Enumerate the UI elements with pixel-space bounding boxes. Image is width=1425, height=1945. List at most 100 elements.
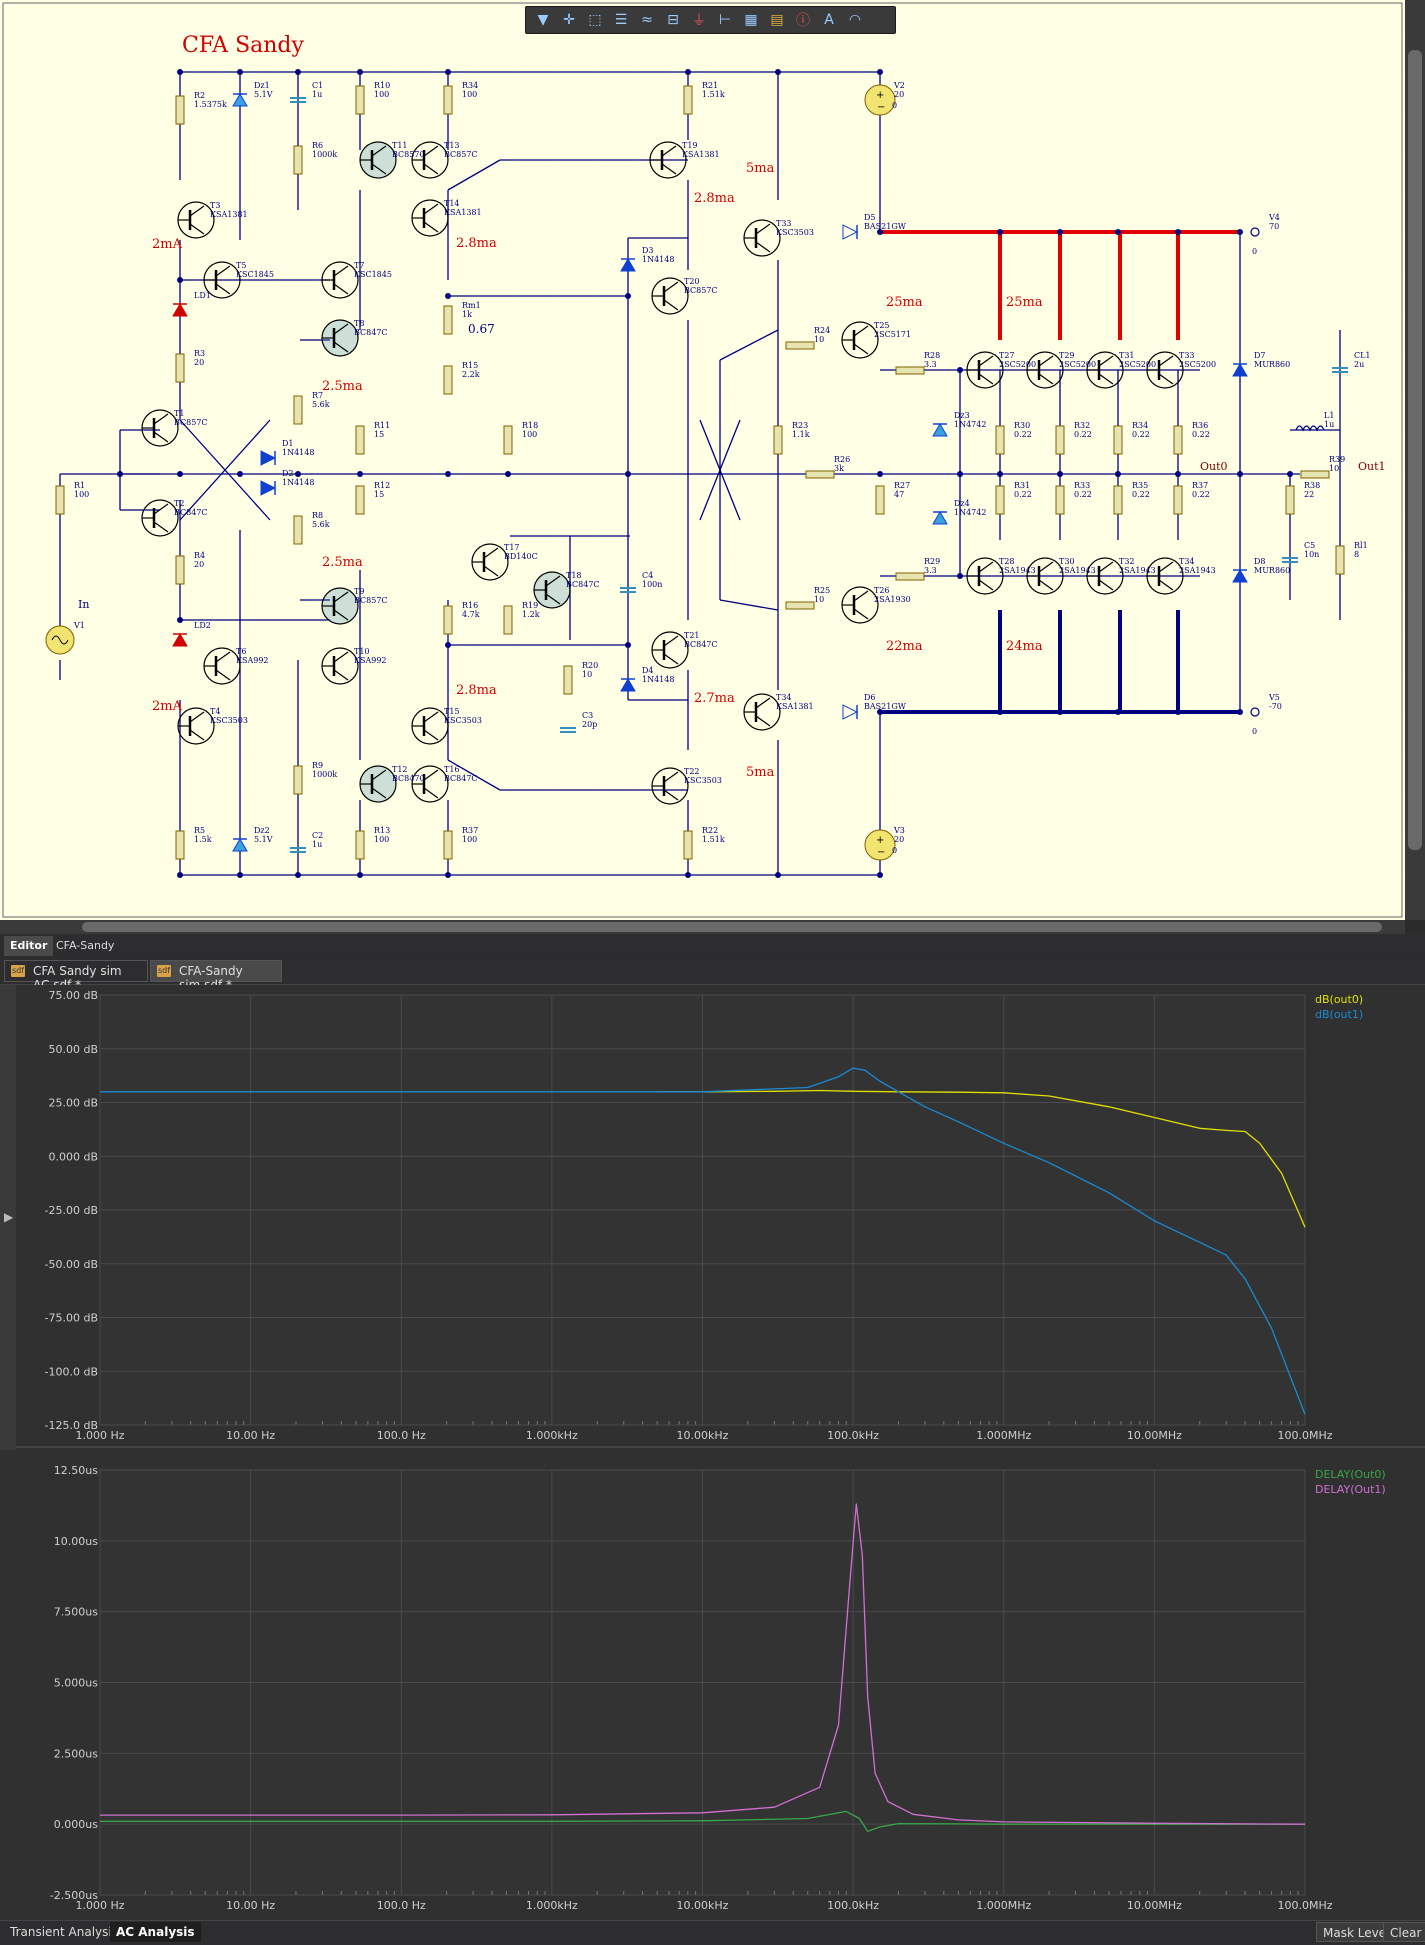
component-t15[interactable] [411, 707, 449, 745]
component-t25[interactable] [841, 321, 879, 359]
component-ld1[interactable] [172, 303, 188, 317]
component-c3[interactable] [560, 727, 576, 733]
expand-arrow-icon[interactable]: ▶ [4, 1210, 14, 1224]
component-t5[interactable] [203, 261, 241, 299]
component-t26[interactable] [841, 586, 879, 624]
component-t18[interactable] [533, 571, 571, 609]
component-t10[interactable] [321, 647, 359, 685]
component-r39[interactable] [1300, 470, 1330, 479]
component-rm1[interactable] [443, 305, 453, 335]
plot-side-strip[interactable] [0, 985, 16, 1450]
series-line-1[interactable] [100, 1810, 1305, 1832]
tab-ac-analysis[interactable]: AC Analysis [110, 1922, 201, 1942]
component-t31[interactable] [1086, 351, 1124, 389]
component-r6[interactable] [293, 145, 303, 175]
component-r11[interactable] [355, 425, 365, 455]
component-t27[interactable] [966, 351, 1004, 389]
tab-editor[interactable]: Editor [4, 936, 54, 956]
component-v1[interactable] [45, 625, 75, 655]
component-v4[interactable] [1250, 227, 1260, 237]
component-t21[interactable] [651, 631, 689, 669]
bus-icon[interactable]: ≈ [641, 12, 653, 28]
component-r37b[interactable] [1173, 485, 1183, 515]
component-r10[interactable] [355, 85, 365, 115]
component-v2[interactable]: +− [864, 84, 896, 116]
component-c4[interactable] [620, 587, 636, 593]
component-r15[interactable] [443, 365, 453, 395]
component-r32[interactable] [1055, 425, 1065, 455]
legend-entry[interactable]: dB(out0) [1315, 993, 1363, 1006]
crosshair-icon[interactable]: ✛ [563, 12, 575, 28]
component-t2[interactable] [141, 499, 179, 537]
component-t16[interactable] [411, 765, 449, 803]
component-t9[interactable] [321, 587, 359, 625]
port-icon[interactable]: ⊢ [718, 12, 732, 28]
component-r23[interactable] [773, 425, 783, 455]
tab-cfa-sandy[interactable]: CFA-Sandy [56, 939, 115, 952]
component-ld2[interactable] [172, 633, 188, 647]
component-r29[interactable] [895, 572, 925, 581]
component-t3[interactable] [177, 201, 215, 239]
component-r5[interactable] [175, 830, 185, 860]
component-rl1[interactable] [1335, 545, 1345, 575]
component-dz3[interactable] [932, 423, 948, 437]
ground-icon[interactable]: ⏚ [692, 13, 706, 29]
component-r30[interactable] [995, 425, 1005, 455]
component-c2[interactable] [290, 847, 306, 853]
component-r13[interactable] [355, 830, 365, 860]
probe-icon[interactable]: ⓘ [796, 13, 810, 29]
legend-entry[interactable]: DELAY(Out1) [1315, 1483, 1386, 1496]
horizontal-scroll-thumb[interactable] [82, 922, 1382, 932]
series-line-2[interactable] [100, 1503, 1306, 1825]
component-r25[interactable] [785, 601, 815, 610]
component-d6[interactable] [842, 704, 859, 720]
component-t12[interactable] [359, 765, 397, 803]
component-r18[interactable] [503, 425, 513, 455]
component-d8[interactable] [1232, 569, 1248, 583]
component-t4[interactable] [177, 707, 215, 745]
component-t29[interactable] [1026, 351, 1064, 389]
component-r2[interactable] [175, 95, 185, 125]
clear-button[interactable]: Clear [1383, 1922, 1425, 1942]
component-t7[interactable] [321, 261, 359, 299]
component-r9[interactable] [293, 765, 303, 795]
component-t11[interactable] [359, 141, 397, 179]
component-r19[interactable] [503, 605, 513, 635]
component-t34[interactable] [743, 693, 781, 731]
component-r36[interactable] [1173, 425, 1183, 455]
legend-entry[interactable]: dB(out1) [1315, 1008, 1363, 1021]
component-t14[interactable] [411, 199, 449, 237]
component-dz4[interactable] [932, 511, 948, 525]
component-r16[interactable] [443, 605, 453, 635]
component-r34[interactable] [443, 85, 453, 115]
component-r27[interactable] [875, 485, 885, 515]
component-r22[interactable] [683, 830, 693, 860]
text-icon[interactable]: A [824, 12, 834, 28]
component-t19[interactable] [649, 141, 687, 179]
arc-icon[interactable]: ◠ [848, 12, 862, 28]
component-t6[interactable] [203, 647, 241, 685]
component-t22[interactable] [651, 767, 689, 805]
component-r24[interactable] [785, 341, 815, 350]
component-r38[interactable] [1285, 485, 1295, 515]
vertical-scroll-thumb[interactable] [1408, 50, 1422, 850]
component-t34b[interactable] [1146, 557, 1184, 595]
component-d4[interactable] [620, 678, 636, 692]
component-v5[interactable] [1250, 707, 1260, 717]
net-icon[interactable]: ⊟ [667, 12, 679, 28]
component-d7[interactable] [1232, 363, 1248, 377]
component-r28[interactable] [895, 366, 925, 375]
select-rect-icon[interactable]: ⬚ [588, 12, 602, 28]
sheet-icon[interactable]: ▤ [770, 12, 784, 28]
component-t32[interactable] [1086, 557, 1124, 595]
component-r31[interactable] [995, 485, 1005, 515]
component-t8[interactable] [321, 319, 359, 357]
doc-tab-sim[interactable]: sdf CFA-Sandy sim.sdf * [150, 960, 282, 992]
component-t28[interactable] [966, 557, 1004, 595]
component-cl1[interactable] [1332, 367, 1348, 373]
series-line-2[interactable] [100, 1067, 1306, 1415]
component-r1[interactable] [55, 485, 65, 515]
